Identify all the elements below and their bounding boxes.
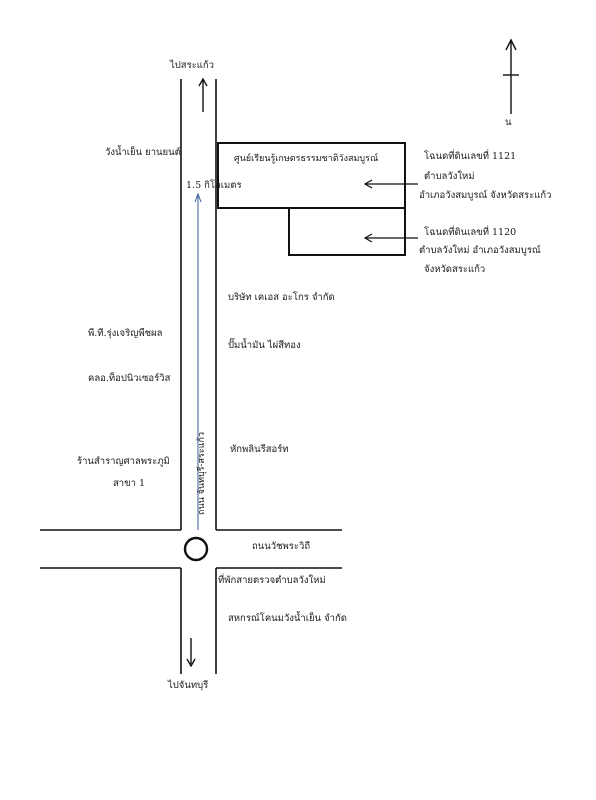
left-label-4b: สาขา 1 (113, 478, 146, 489)
right-label-1: บริษัท เคเอส อะโกร จำกัด (228, 292, 335, 303)
learning-center-name: ศูนย์เรียนรู้เกษตรธรรมชาติวังสมบูรณ์ (234, 154, 379, 164)
left-label-3: คลอ.ท็อปนิวเซอร์วิส (88, 373, 171, 384)
parcel-1120-line3: จังหวัดสระแก้ว (424, 264, 486, 275)
right-label-2: ปั๊มน้ำมัน ไผ่สีทอง (228, 340, 301, 351)
right-label-5: สหกรณ์โคนมวังน้ำเย็น จำกัด (228, 613, 347, 624)
top-destination: ไปสระแก้ว (170, 60, 215, 71)
parcel-1120-box (288, 207, 406, 256)
left-label-4a: ร้านสำราญศาลพระภูมิ (77, 456, 170, 467)
north-label: น (505, 117, 512, 128)
parcel-1121-line2: ตำบลวังใหม่ (424, 171, 475, 182)
left-label-1: วังน้ำเย็น ยานยนต์ (105, 147, 181, 158)
right-label-4: ที่พักสายตรวจตำบลวังใหม่ (218, 575, 326, 586)
distance-label: 1.5 กิโลเมตร (186, 180, 242, 191)
parcel-1120-line2: ตำบลวังใหม่ อำเภอวังสมบูรณ์ (419, 245, 541, 256)
main-road-label: ถนน จันทบุรี-สระแก้ว (197, 431, 207, 515)
right-label-3: หักพลินรีสอร์ท (230, 444, 289, 455)
roundabout (183, 536, 209, 562)
bottom-destination: ไปจันทบุรี (168, 680, 209, 691)
parcel-1120-line1: โฉนดที่ดินเลขที่ 1120 (424, 227, 517, 238)
parcel-1121-line3: อำเภอวังสมบูรณ์ จังหวัดสระแก้ว (419, 190, 552, 201)
left-label-2: พี.ที.รุ่งเจริญพืชผล (88, 328, 163, 339)
parcel-1121-line1: โฉนดที่ดินเลขที่ 1121 (424, 151, 517, 162)
cross-road-label: ถนนวัชพระวิถี (252, 541, 311, 552)
